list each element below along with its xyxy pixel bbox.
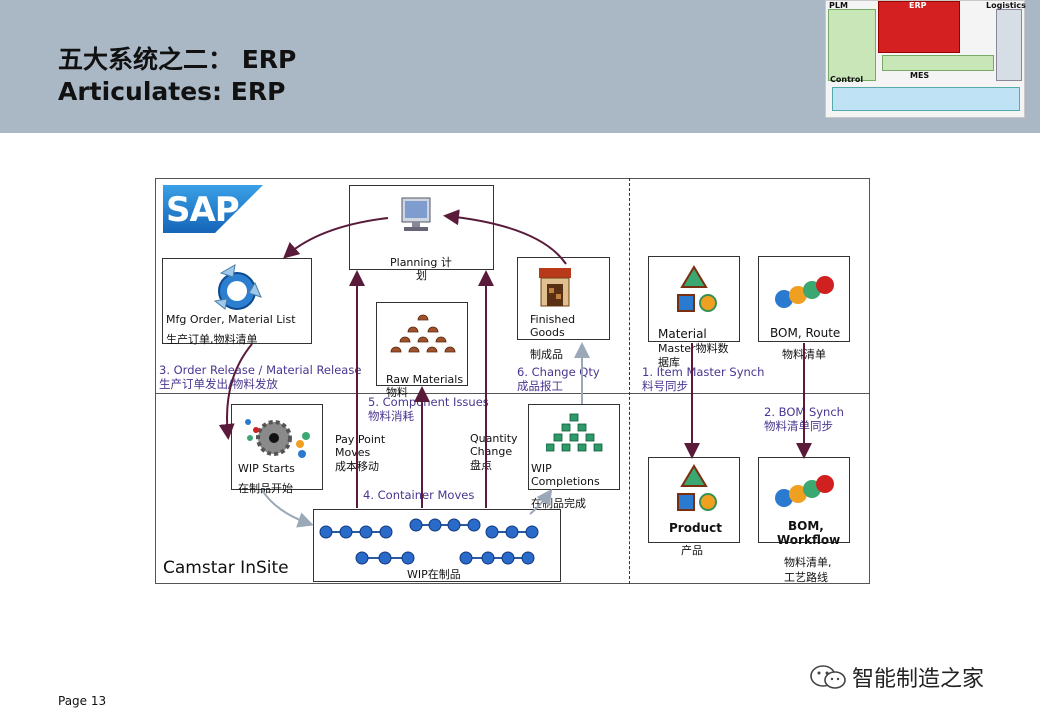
material-master-label-2: Master物料数	[658, 342, 729, 355]
wip-label: WIP在制品	[407, 568, 461, 581]
planning-label-cn: 划	[416, 269, 427, 282]
wip-to-completions-arrow	[529, 488, 553, 515]
wip-completions-label-2: Completions	[531, 475, 600, 488]
sap-logo-text: SAP	[166, 190, 240, 230]
sap-camstar-divider	[155, 393, 870, 394]
wip-starts-to-wip-arrow	[261, 489, 314, 528]
product-label-cn: 产品	[681, 544, 703, 557]
component-issues-label-cn: 物料消耗	[368, 409, 414, 423]
quantity-change-label-1: Quantity	[470, 432, 518, 445]
system-overview-thumbnail: ERP PLM Logistics Control MES	[825, 0, 1026, 118]
wip-starts-label: WIP Starts	[238, 462, 295, 475]
material-master-label-1: Material	[658, 327, 707, 341]
workflow-circles-icon	[775, 475, 834, 507]
bom-route-label: BOM, Route	[770, 326, 841, 340]
wechat-icon	[810, 665, 846, 689]
dashed-system-divider	[629, 178, 630, 584]
diagram-frame	[155, 178, 870, 584]
shapes-icon	[677, 265, 717, 312]
item-master-synch-label-cn: 料号同步	[642, 379, 688, 393]
planning-label: Planning 计	[390, 256, 452, 269]
warehouse-icon	[539, 268, 571, 307]
thumb-erp-label: ERP	[909, 1, 927, 10]
watermark-text: 智能制造之家	[852, 667, 985, 692]
bom-circles-icon	[775, 276, 834, 308]
thumb-mes-block	[832, 87, 1020, 111]
mfg-order-label-cn: 生产订单,物料清单	[166, 333, 258, 346]
thumb-green-block	[882, 55, 994, 71]
camstar-insite-label: Camstar InSite	[163, 558, 289, 578]
material-pile-icon	[390, 314, 456, 353]
thumb-plm-block	[828, 9, 876, 81]
pay-point-label-1: Pay Point	[335, 433, 386, 446]
change-qty-label-cn: 成品报工	[517, 379, 563, 393]
mfg-order-label: Mfg Order, Material List	[166, 313, 296, 326]
pay-point-label-2: Moves	[335, 446, 371, 459]
raw-materials-label: Raw Materials	[386, 373, 464, 386]
product-label: Product	[669, 521, 722, 535]
finished-goods-label-cn: 制成品	[530, 348, 563, 361]
wip-completions-label-1: WIP	[531, 462, 552, 475]
slide-title: 五大系统之二： ERP Articulates: ERP	[58, 44, 296, 108]
gear-icon	[245, 419, 310, 458]
quantity-change-label-2: Change	[470, 445, 513, 458]
change-qty-label: 6. Change Qty	[517, 365, 600, 379]
planning-to-order-arrow	[282, 217, 389, 259]
finished-goods-label-1: Finished	[530, 313, 576, 326]
raw-materials-label-cn: 物料	[386, 386, 408, 399]
component-issues-label: 5. Component Issues	[368, 395, 489, 409]
product-shapes-icon	[677, 464, 717, 511]
monitor-icon	[401, 197, 431, 231]
title-line-2: Articulates: ERP	[58, 77, 286, 106]
thumb-mes-label: MES	[910, 71, 930, 80]
pyramid-blocks-icon	[546, 413, 603, 452]
container-chain-icon	[319, 518, 539, 565]
finished-to-planning-arrow	[443, 209, 567, 265]
sap-logo	[163, 185, 263, 233]
thumb-erp-block: ERP	[878, 1, 960, 53]
item-master-synch-label: 1. Item Master Synch	[642, 365, 765, 379]
order-release-label-cn: 生产订单发出/物料发放	[159, 377, 278, 391]
thumb-control-label: Control	[830, 75, 864, 84]
bom-workflow-label-1: BOM,	[788, 519, 824, 533]
wip-starts-label-cn: 在制品开始	[238, 482, 293, 495]
bom-workflow-label-cn-2: 工艺路线	[784, 571, 828, 584]
thumb-logistics-label: Logistics	[986, 1, 1026, 10]
page-number: Page 13	[58, 694, 107, 708]
thumb-logistics-block	[996, 9, 1022, 81]
order-release-arrow	[218, 343, 253, 440]
thumb-plm-label: PLM	[829, 1, 848, 10]
bom-workflow-label-2: Workflow	[777, 533, 841, 547]
material-master-label-cn: 据库	[658, 356, 680, 369]
cycle-arrows-icon	[213, 264, 262, 310]
bom-synch-label-cn: 物料清单同步	[764, 419, 833, 433]
finished-goods-label-2: Goods	[530, 326, 565, 339]
container-moves-label: 4. Container Moves	[363, 488, 475, 502]
order-release-label: 3. Order Release / Material Release	[159, 363, 362, 377]
title-line-1: 五大系统之二： ERP	[58, 45, 297, 74]
bom-workflow-label-cn-1: 物料清单,	[784, 556, 832, 569]
